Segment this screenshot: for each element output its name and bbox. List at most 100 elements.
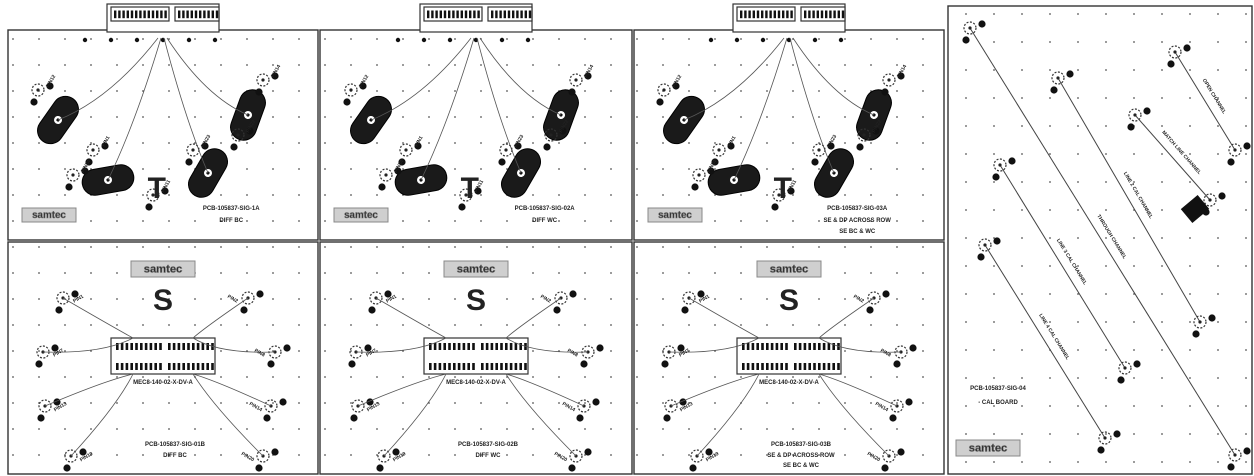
connector-pin (785, 363, 788, 370)
pad-ring (963, 21, 977, 35)
ground-via (656, 98, 664, 106)
connector-pin (456, 10, 459, 19)
pad-ring (146, 188, 160, 202)
signal-trace (70, 373, 134, 457)
connector-pin (742, 363, 745, 370)
connector-pin (509, 343, 513, 350)
connector-pin (746, 363, 750, 370)
pad-center (983, 243, 987, 247)
pin-label: PIN8 (566, 348, 579, 359)
part-number: PCB-105837-SIG-1A (203, 206, 260, 212)
test-point (681, 290, 705, 314)
test-point (771, 187, 795, 211)
pad-center (549, 133, 553, 137)
connector-pin (116, 363, 119, 370)
fanout-via (212, 37, 218, 43)
connector-pin (780, 343, 783, 350)
pad-ring (264, 399, 278, 413)
test-point (230, 127, 254, 151)
connector-pin (462, 343, 466, 350)
pad-ring (38, 399, 52, 413)
connector-pin (833, 10, 836, 19)
pad-center (261, 78, 265, 82)
connector-pin (519, 363, 522, 370)
connector-pin (194, 10, 198, 19)
connector-pin (172, 343, 176, 350)
connector-pin (182, 363, 185, 370)
connector-pin (448, 363, 451, 370)
connector-pin (786, 10, 789, 19)
panel-note: SE BC & WC (783, 463, 820, 469)
ground-via (392, 448, 400, 456)
connector-pin (207, 10, 210, 19)
test-point (185, 142, 209, 166)
connector-pin (164, 10, 167, 19)
pin-label: PIN2 (539, 294, 552, 305)
connector-pin (149, 343, 153, 350)
ground-via (771, 203, 779, 211)
connector-pin (116, 343, 119, 350)
connector-pin (756, 343, 759, 350)
ground-via (889, 414, 897, 422)
pad-ring (1203, 193, 1217, 207)
ground-via (1050, 86, 1058, 94)
connector-pin (201, 343, 205, 350)
footprint-hole-center (246, 113, 250, 117)
pad-ring (1098, 431, 1112, 445)
signal-trace (163, 37, 209, 174)
panel-mark: S (779, 284, 799, 317)
test-point (65, 167, 89, 191)
connector-pin (495, 343, 498, 350)
ground-via (661, 360, 669, 368)
pin-label: PIN1 (698, 294, 711, 305)
samtec-logo: samtec (955, 439, 1021, 457)
connector-pin (519, 343, 522, 350)
test-point (691, 167, 715, 191)
pad-ring (344, 83, 358, 97)
connector-pin (520, 10, 523, 19)
ground-via (827, 142, 835, 150)
connector-pin (769, 10, 772, 19)
pin-label: PIN2 (852, 294, 865, 305)
ground-via (689, 464, 697, 472)
connector-pin (211, 10, 214, 19)
connector-pin (744, 10, 747, 19)
test-point (881, 72, 905, 96)
pad-center (574, 78, 578, 82)
connector-pin (813, 363, 816, 370)
connector-pin (841, 10, 845, 19)
connector-pin (514, 343, 518, 350)
panel-mark: T (461, 172, 479, 205)
signal-trace (192, 337, 276, 353)
connector-pin (439, 10, 442, 19)
signal-trace (479, 37, 562, 116)
ground-via (1183, 44, 1191, 52)
pad-center (349, 88, 353, 92)
connector-pin (156, 10, 159, 19)
signal-trace (505, 373, 577, 457)
ground-via (576, 414, 584, 422)
signal-trace (107, 37, 162, 181)
ground-via (897, 72, 905, 80)
connector-pin (756, 10, 760, 19)
edge-connector (110, 6, 170, 22)
test-point (1050, 70, 1074, 94)
pad-center (1173, 50, 1177, 54)
pad-ring (231, 128, 245, 142)
ground-via (962, 36, 970, 44)
pad-ring (241, 291, 255, 305)
fanout-via (186, 37, 192, 43)
signal-trace (696, 373, 760, 457)
ground-via (35, 360, 43, 368)
connector-pin (467, 363, 470, 370)
test-point (398, 142, 422, 166)
pad-ring (657, 83, 671, 97)
ground-via (1127, 123, 1135, 131)
pad-ring (499, 143, 513, 157)
pin-label: PIN7 (678, 348, 691, 359)
connector-pin (473, 10, 476, 19)
connector-pin (495, 363, 498, 370)
pad-ring (186, 143, 200, 157)
connector-pin (192, 343, 195, 350)
connector-pin (816, 10, 819, 19)
